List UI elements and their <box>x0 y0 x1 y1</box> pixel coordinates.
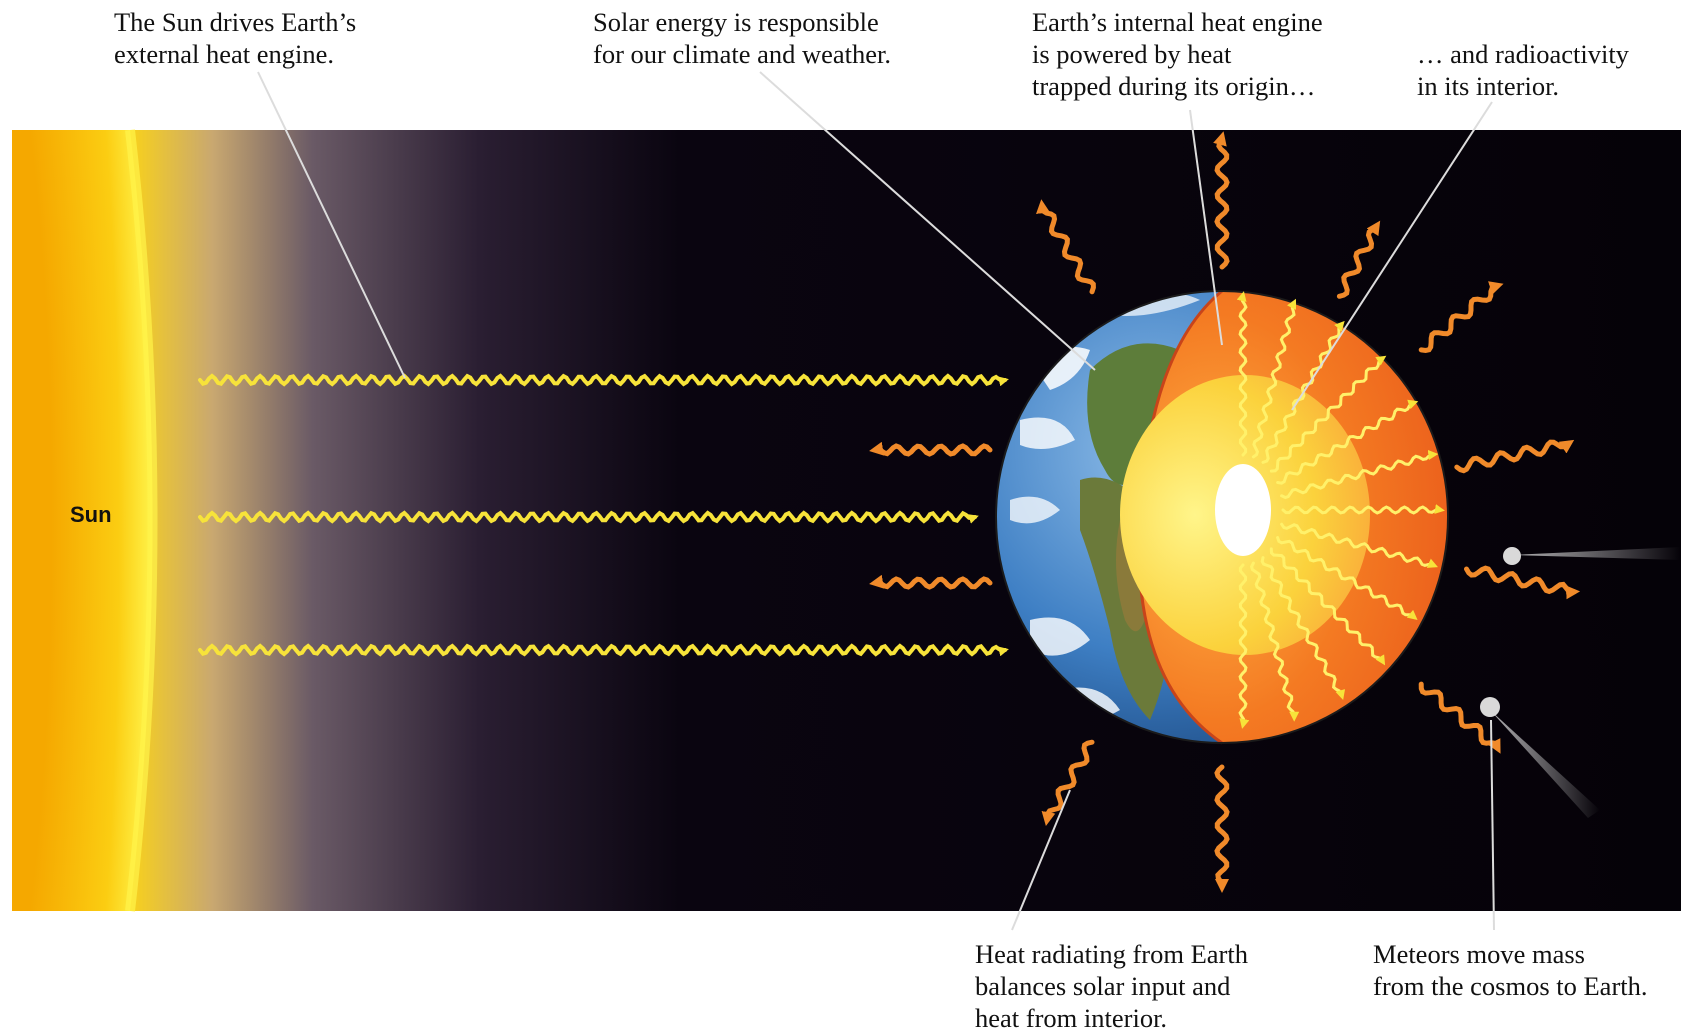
caption-line: Meteors move mass <box>1373 939 1585 969</box>
leader-line-radioactivity <box>1291 101 1493 411</box>
earth-heat-arrow <box>1214 764 1230 893</box>
earth-heat-arrow <box>1213 131 1230 270</box>
caption-line: external heat engine. <box>114 39 334 69</box>
earth-heat-arrow <box>1418 681 1501 754</box>
solar-ray-arrow <box>198 373 1009 387</box>
earth-heat-arrow <box>1454 439 1575 474</box>
solar-ray-arrow <box>198 510 979 524</box>
leader-lines <box>257 71 1495 931</box>
caption-sun-engine: The Sun drives Earth’s external heat eng… <box>114 6 356 70</box>
interior-heat-ray <box>1269 355 1387 473</box>
inner-core <box>1215 464 1271 556</box>
interior-heat-ray <box>1280 522 1438 568</box>
earth-heat-arrow <box>1336 220 1381 299</box>
earth-heat-arrows <box>869 131 1581 893</box>
interior-heat-ray <box>1260 556 1346 701</box>
leader-line-solar-energy <box>759 71 1096 371</box>
caption-line: The Sun drives Earth’s <box>114 7 357 37</box>
sun-label: Sun <box>70 502 112 527</box>
caption-line: trapped during its origin… <box>1032 71 1316 101</box>
meteor-icon <box>1480 697 1600 818</box>
caption-line: Solar energy is responsible <box>593 7 879 37</box>
interior-heat-rays <box>1236 291 1445 729</box>
leader-line-heat-radiating <box>1011 789 1071 931</box>
earth-heat-arrow <box>1036 199 1096 295</box>
interior-heat-ray <box>1276 536 1418 621</box>
caption-line: Heat radiating from Earth <box>975 939 1248 969</box>
earth-heat-arrow <box>1464 565 1581 600</box>
interior-heat-ray <box>1276 399 1419 485</box>
earth-heat-arrow <box>1041 739 1095 826</box>
earth-icon <box>995 289 1449 745</box>
caption-internal-engine: Earth’s internal heat engine is powered … <box>1032 6 1323 102</box>
caption-meteors: Meteors move mass from the cosmos to Ear… <box>1373 938 1648 1002</box>
earth-heat-arrow <box>869 574 993 590</box>
leader-line-meteors <box>1490 719 1495 931</box>
meteor-icon <box>1503 547 1681 565</box>
caption-line: balances solar input and <box>975 971 1231 1001</box>
caption-line: for our climate and weather. <box>593 39 891 69</box>
caption-line: Earth’s internal heat engine <box>1032 7 1323 37</box>
interior-heat-ray <box>1281 504 1445 515</box>
sun-icon <box>12 129 158 912</box>
solar-rays <box>198 373 1009 657</box>
earth-heat-arrow <box>869 441 993 457</box>
interior-heat-ray <box>1250 561 1300 722</box>
caption-line: in its interior. <box>1417 71 1560 101</box>
leader-line-sun-engine <box>257 71 406 379</box>
solar-ray-arrow <box>198 643 1009 657</box>
interior-heat-ray <box>1280 450 1439 500</box>
caption-line: from the cosmos to Earth. <box>1373 971 1648 1001</box>
caption-line: … and radioactivity <box>1417 39 1629 69</box>
interior-heat-ray <box>1251 298 1296 459</box>
interior-heat-ray <box>1236 291 1248 457</box>
caption-line: heat from interior. <box>975 1003 1168 1033</box>
caption-heat-radiating: Heat radiating from Earth balances solar… <box>975 938 1248 1034</box>
earth-heat-arrow <box>1418 281 1504 354</box>
caption-line: is powered by heat <box>1032 39 1232 69</box>
interior-heat-ray <box>1269 547 1386 666</box>
caption-solar-energy: Solar energy is responsible for our clim… <box>593 6 891 70</box>
caption-radioactivity: … and radioactivity in its interior. <box>1417 38 1629 102</box>
leader-line-internal-engine <box>1189 109 1223 346</box>
interior-heat-ray <box>1238 563 1250 729</box>
